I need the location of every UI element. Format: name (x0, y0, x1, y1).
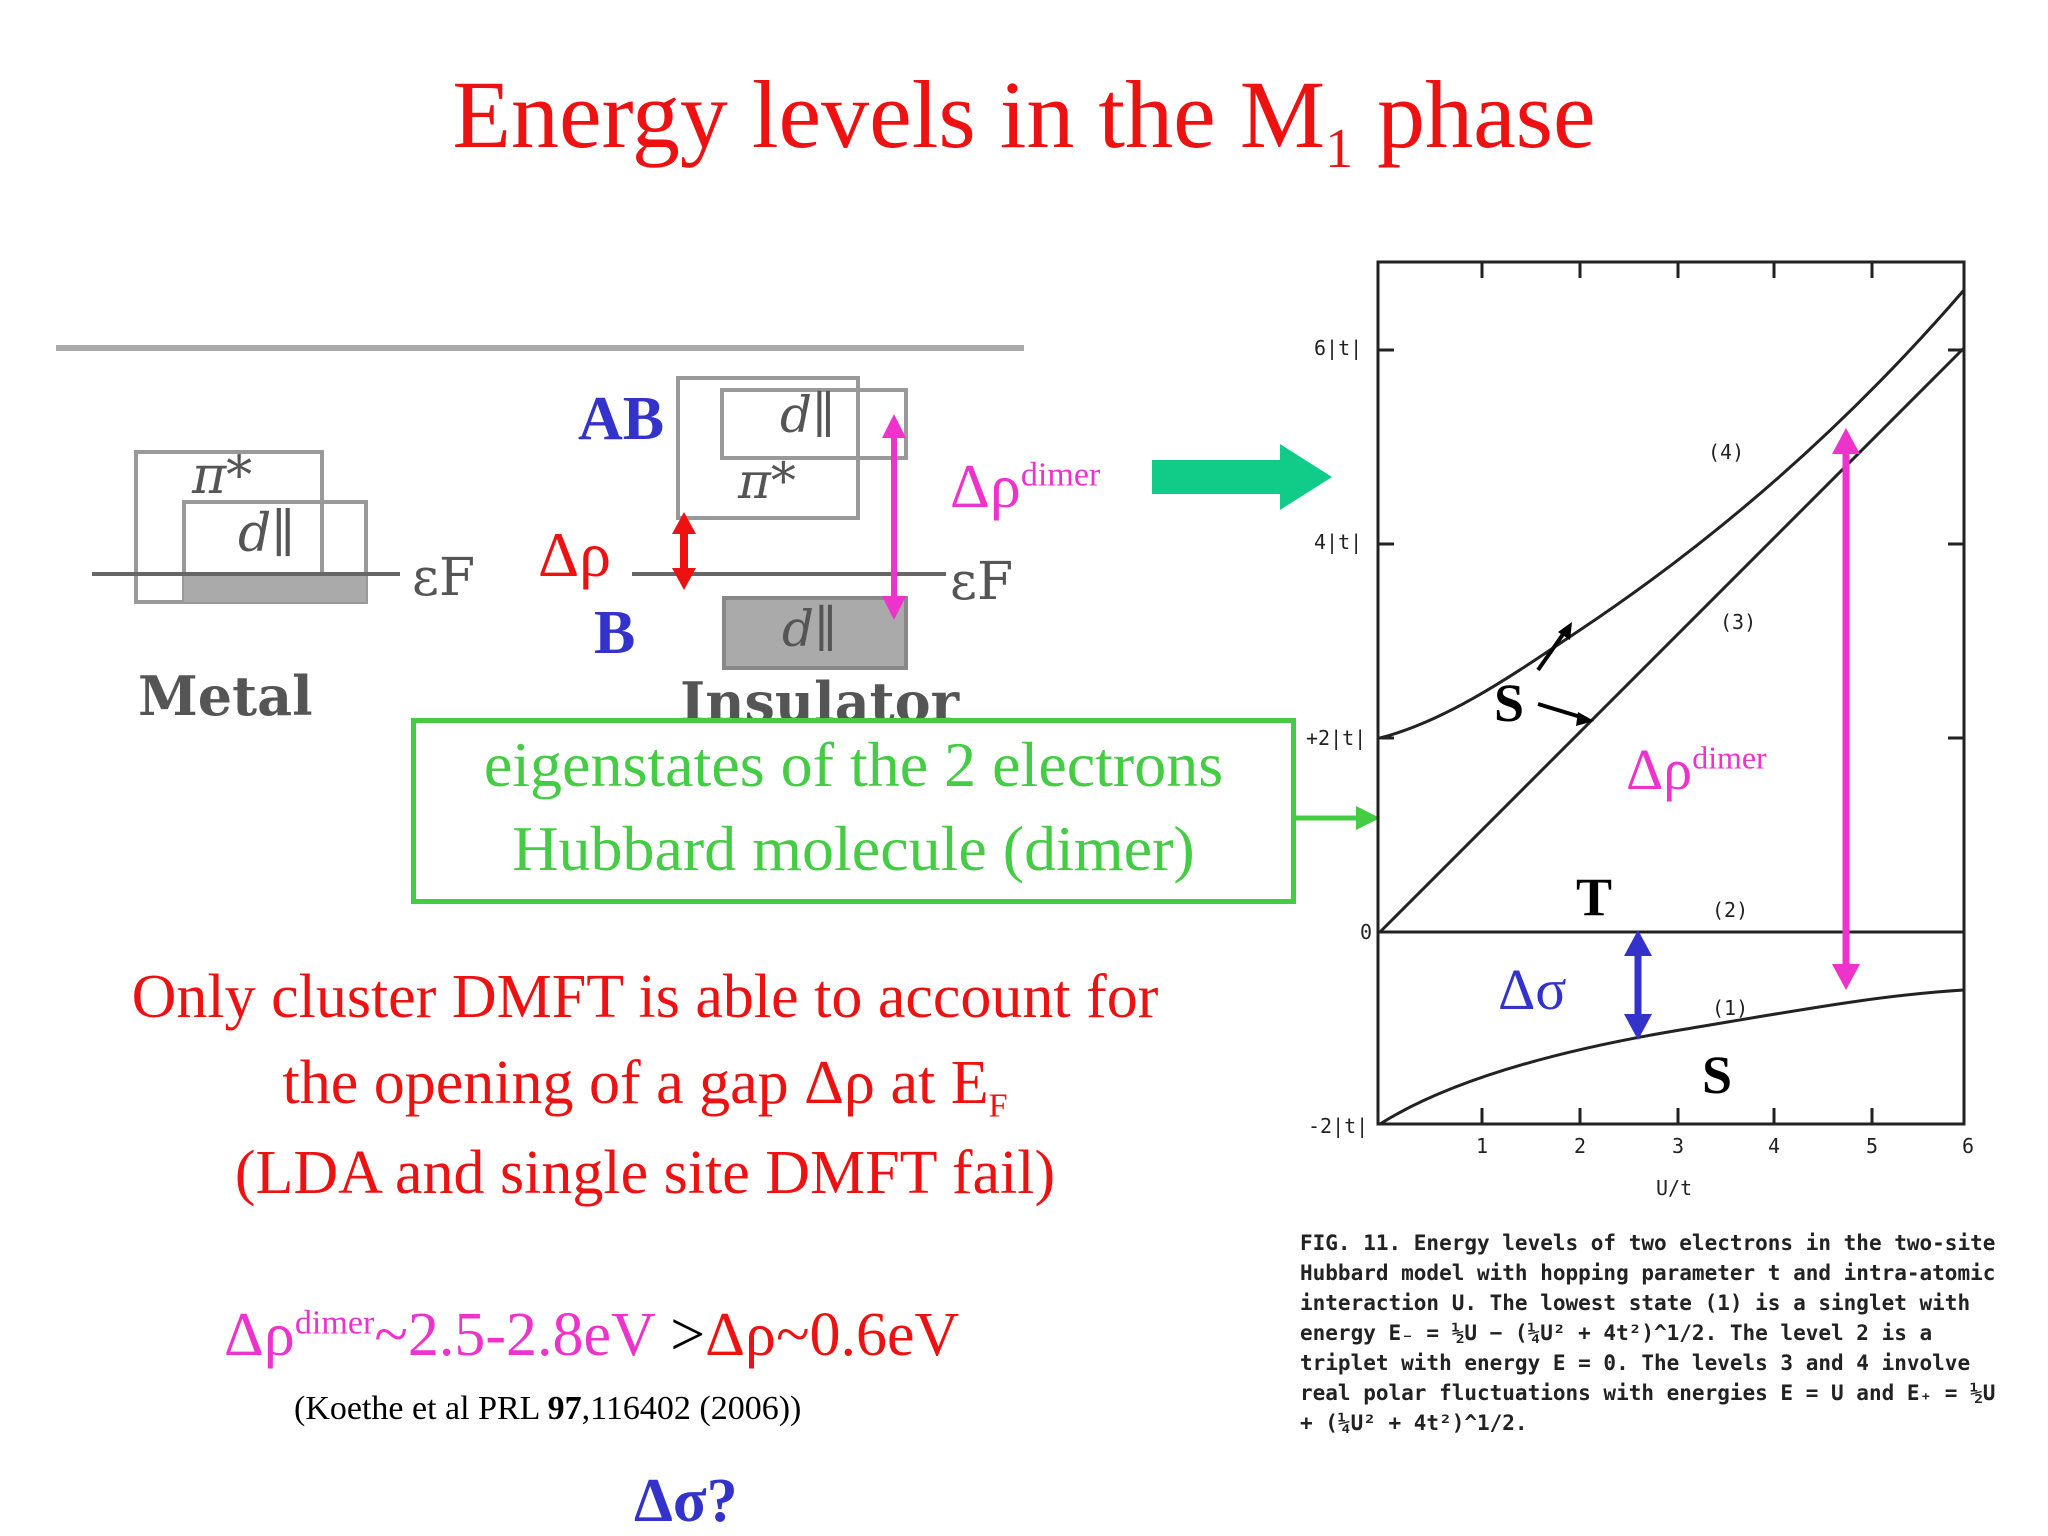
plot-frame (1376, 260, 1966, 1126)
s-upper-pointer (1536, 628, 1568, 672)
delta-rho-dimer-label: Δρdimer (950, 453, 1101, 521)
plot-ticks (1378, 262, 1964, 1126)
ab-label: AB (578, 385, 665, 453)
eigenstates-box: eigenstates of the 2 electrons Hubbard m… (411, 718, 1296, 904)
insulator-ef-label: εF (950, 552, 1014, 612)
metal-pi-label: π* (192, 446, 253, 506)
s-lower-label: S (1702, 1045, 1733, 1105)
conclusion-line2: the opening of a gap Δρ at EF (282, 1049, 1008, 1125)
page-title: Energy levels in the M1 phase (452, 61, 1596, 181)
insulator-d-upper-label: d∥ (780, 386, 836, 444)
level-2-label: (2) (1712, 898, 1749, 922)
x-axis-label: U/t (1656, 1176, 1693, 1200)
s-upper-label: S (1494, 673, 1525, 733)
conclusion-line1: Only cluster DMFT is able to account for (131, 963, 1159, 1031)
b-label: B (594, 599, 636, 667)
x-tick-2: 2 (1574, 1134, 1587, 1158)
teal-arrow-head (1280, 444, 1332, 510)
figure-caption: FIG. 11. Energy levels of two electrons … (1300, 1231, 1996, 1435)
level-4-label: (4) (1708, 440, 1745, 464)
y-tick-0: 0 (1360, 920, 1373, 944)
x-tick-3: 3 (1672, 1134, 1685, 1158)
y-tick-4: 4|t| (1314, 530, 1363, 554)
delta-rho-label: Δρ (538, 519, 612, 590)
level-3-label: (3) (1720, 610, 1757, 634)
delta-sigma-question: Δσ? (634, 1467, 738, 1535)
metal-d-label: d∥ (238, 504, 296, 564)
level-1-label: (1) (1712, 996, 1749, 1020)
s-lower-pointer (1537, 702, 1585, 720)
level-1-curve (1379, 988, 1965, 1126)
y-tick-2: +2|t| (1306, 726, 1367, 750)
x-tick-6: 6 (1962, 1134, 1975, 1158)
insulator-d-upper (720, 388, 908, 460)
eigenstates-line1: eigenstates of the 2 electrons (483, 729, 1224, 800)
gap-comparison: Δρdimer~2.5-2.8eV >Δρ~0.6eV (224, 1301, 960, 1369)
y-tick-minus2: -2|t| (1308, 1114, 1369, 1138)
metal-filled-region (184, 572, 366, 602)
metal-ef-label: εF (412, 548, 476, 608)
level-3-line (1378, 346, 1966, 934)
x-tick-5: 5 (1866, 1134, 1879, 1158)
metal-label: Metal (138, 664, 313, 728)
conclusion-line3: (LDA and single site DMFT fail) (234, 1139, 1056, 1207)
y-tick-6: 6|t| (1314, 336, 1363, 360)
insulator-d-lower (722, 596, 908, 670)
t-label: T (1576, 867, 1613, 927)
plot-delta-rho-dimer-label: Δρdimer (1626, 737, 1767, 802)
x-tick-1: 1 (1476, 1134, 1489, 1158)
teal-arrow-shaft (1152, 460, 1282, 494)
delta-sigma-label: Δσ (1498, 957, 1567, 1022)
x-tick-4: 4 (1768, 1134, 1781, 1158)
eigenstates-line2: Hubbard molecule (dimer) (512, 813, 1195, 884)
insulator-d-lower-label: d∥ (782, 600, 838, 658)
insulator-pi-band (676, 376, 860, 520)
reference: (Koethe et al PRL 97,116402 (2006)) (294, 1390, 802, 1427)
insulator-pi-label: π* (738, 452, 796, 510)
level-4-curve (1379, 289, 1966, 740)
